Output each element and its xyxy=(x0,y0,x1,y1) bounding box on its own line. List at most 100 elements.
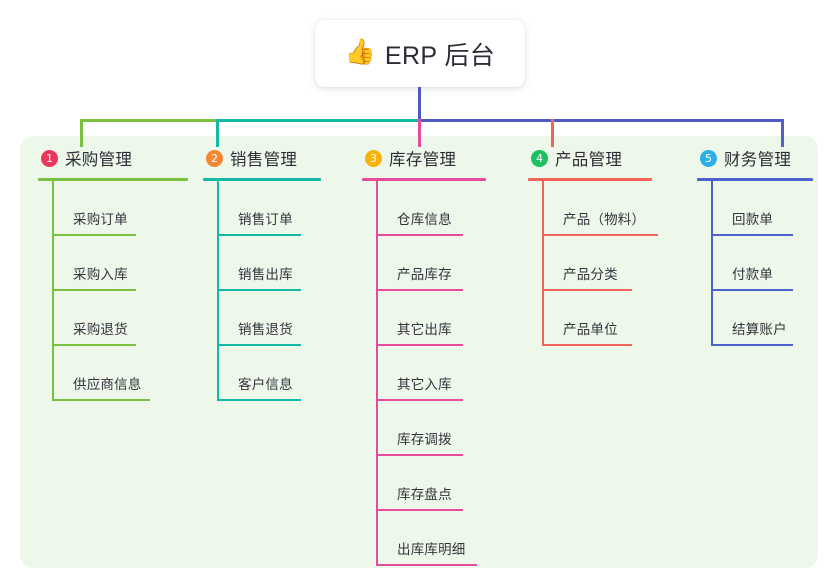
tree-item[interactable]: 出库库明细 xyxy=(362,511,486,566)
tree-item-rule xyxy=(217,234,301,236)
column-header-3[interactable]: 3 库存管理 xyxy=(362,146,486,170)
tree-item-label: 库存调拨 xyxy=(397,432,452,447)
root-node-title: ERP 后台 xyxy=(384,41,496,70)
column-items: 销售订单销售出库销售退货客户信息 xyxy=(203,181,321,401)
column-index-badge: 2 xyxy=(206,149,223,167)
tree-item[interactable]: 采购退货 xyxy=(38,291,188,346)
column-header-rule xyxy=(528,178,652,181)
thumbs-up-icon: 👍 xyxy=(344,38,376,66)
drop-connector-sales xyxy=(216,119,219,147)
tree-item-rule xyxy=(217,344,301,346)
tree-item-label: 其它入库 xyxy=(397,377,452,392)
tree-item[interactable]: 产品库存 xyxy=(362,236,486,291)
drop-connector-product xyxy=(551,119,554,147)
column-items: 回款单付款单结算账户 xyxy=(697,181,813,346)
tree-item-label: 回款单 xyxy=(732,212,774,227)
tree-item[interactable]: 仓库信息 xyxy=(362,181,486,236)
bus-segment-main xyxy=(418,119,784,122)
tree-item-label: 付款单 xyxy=(732,267,774,282)
column-title: 财务管理 xyxy=(724,151,792,169)
tree-item[interactable]: 采购入库 xyxy=(38,236,188,291)
column-header-2[interactable]: 2 销售管理 xyxy=(203,146,321,170)
column-header-1[interactable]: 1 采购管理 xyxy=(38,146,188,170)
tree-item-rule xyxy=(542,289,632,291)
tree-item[interactable]: 付款单 xyxy=(697,236,813,291)
tree-item-rule xyxy=(542,234,658,236)
column-header-rule xyxy=(697,178,813,181)
column-index-badge: 1 xyxy=(41,149,58,167)
tree-item-label: 产品分类 xyxy=(563,267,618,282)
tree-item-rule xyxy=(376,289,463,291)
root-node-card[interactable]: 👍 ERP 后台 xyxy=(315,20,525,87)
column-title: 库存管理 xyxy=(389,151,457,169)
tree-item-rule xyxy=(376,234,463,236)
column-items: 采购订单采购入库采购退货供应商信息 xyxy=(38,181,188,401)
tree-item[interactable]: 销售退货 xyxy=(203,291,321,346)
tree-item-label: 结算账户 xyxy=(732,322,787,337)
tree-item[interactable]: 销售出库 xyxy=(203,236,321,291)
tree-item-label: 产品（物料） xyxy=(563,212,646,227)
column-header-rule xyxy=(203,178,321,181)
tree-item[interactable]: 供应商信息 xyxy=(38,346,188,401)
tree-item[interactable]: 销售订单 xyxy=(203,181,321,236)
tree-item-label: 仓库信息 xyxy=(397,212,452,227)
drop-connector-inventory xyxy=(418,119,421,147)
column-spine xyxy=(52,181,54,401)
tree-item-rule xyxy=(52,234,136,236)
drop-connector-purchase xyxy=(80,119,83,147)
column-items: 产品（物料） 产品分类产品单位 xyxy=(528,181,658,346)
tree-item-label: 产品单位 xyxy=(563,322,618,337)
column-spine xyxy=(217,181,219,401)
bus-segment-sales xyxy=(216,119,420,122)
tree-item[interactable]: 采购订单 xyxy=(38,181,188,236)
tree-item[interactable]: 客户信息 xyxy=(203,346,321,401)
column-1: 1 采购管理采购订单采购入库采购退货供应商信息 xyxy=(38,146,188,401)
column-title: 销售管理 xyxy=(230,151,298,169)
tree-item-rule xyxy=(542,344,632,346)
tree-item-rule xyxy=(376,564,477,566)
column-spine xyxy=(376,181,378,566)
tree-item-label: 库存盘点 xyxy=(397,487,452,502)
tree-item[interactable]: 其它出库 xyxy=(362,291,486,346)
tree-item-rule xyxy=(217,289,301,291)
tree-item-label: 采购订单 xyxy=(73,212,128,227)
tree-item-rule xyxy=(52,344,136,346)
column-index-badge: 4 xyxy=(531,149,548,167)
tree-item-rule xyxy=(376,509,463,511)
column-title: 采购管理 xyxy=(65,151,133,169)
tree-item-rule xyxy=(217,399,301,401)
column-items: 仓库信息产品库存其它出库其它入库库存调拨库存盘点出库库明细 xyxy=(362,181,486,566)
drop-connector-finance xyxy=(781,119,784,147)
tree-item[interactable]: 产品分类 xyxy=(528,236,652,291)
tree-item[interactable]: 库存盘点 xyxy=(362,456,486,511)
tree-item-rule xyxy=(376,399,463,401)
tree-item-rule xyxy=(52,289,136,291)
tree-item[interactable]: 结算账户 xyxy=(697,291,813,346)
mindmap-panel xyxy=(20,136,818,568)
column-index-badge: 3 xyxy=(365,149,382,167)
column-4: 4 产品管理产品（物料） 产品分类产品单位 xyxy=(528,146,658,346)
column-spine xyxy=(542,181,544,346)
column-spine xyxy=(711,181,713,346)
tree-item-label: 出库库明细 xyxy=(397,542,466,557)
tree-item-label: 销售出库 xyxy=(238,267,293,282)
tree-item-label: 销售退货 xyxy=(238,322,293,337)
column-title: 产品管理 xyxy=(555,151,623,169)
tree-item-rule xyxy=(376,344,463,346)
tree-item-label: 采购入库 xyxy=(73,267,128,282)
tree-item-label: 供应商信息 xyxy=(73,377,142,392)
tree-item[interactable]: 库存调拨 xyxy=(362,401,486,456)
tree-item[interactable]: 产品单位 xyxy=(528,291,652,346)
bus-segment-purchase xyxy=(80,119,219,122)
tree-item-label: 采购退货 xyxy=(73,322,128,337)
tree-item-label: 客户信息 xyxy=(238,377,293,392)
tree-item-label: 其它出库 xyxy=(397,322,452,337)
column-header-4[interactable]: 4 产品管理 xyxy=(528,146,652,170)
tree-item[interactable]: 产品（物料） xyxy=(528,181,658,236)
column-header-rule xyxy=(362,178,486,181)
tree-item[interactable]: 其它入库 xyxy=(362,346,486,401)
tree-item[interactable]: 回款单 xyxy=(697,181,813,236)
tree-item-rule xyxy=(52,399,150,401)
